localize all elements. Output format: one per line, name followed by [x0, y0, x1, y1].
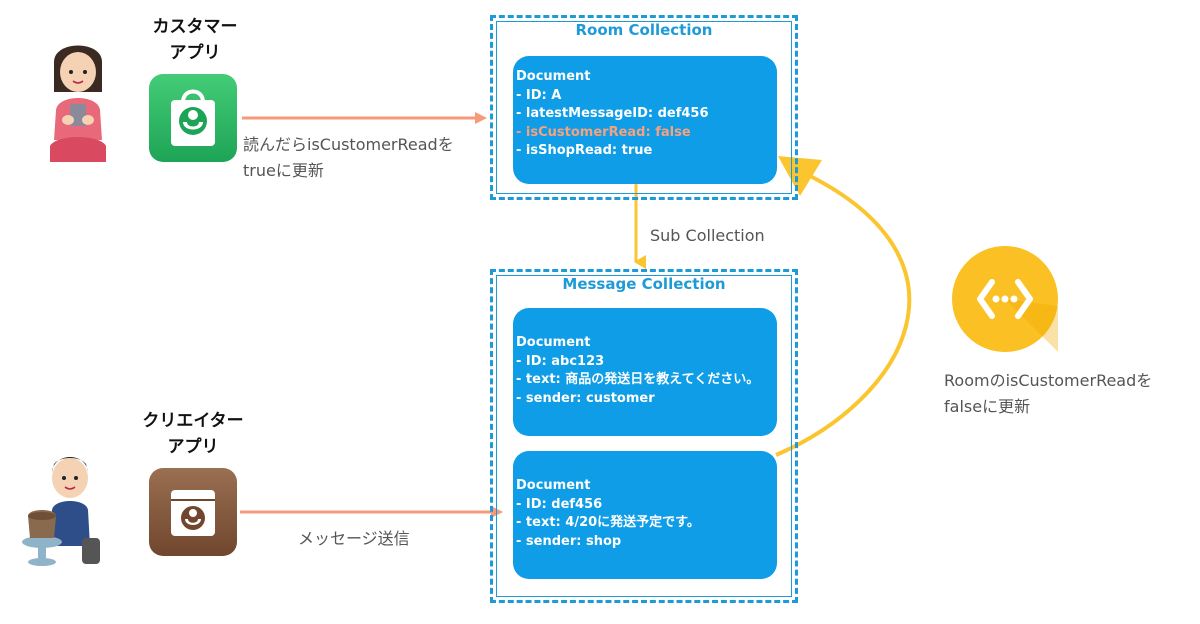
room-field-is-shop-read: - isShopRead: true	[516, 143, 653, 158]
function-update-arrow	[775, 170, 912, 457]
cloud-functions-icon	[952, 246, 1058, 352]
message-collection: Message Collection Document - ID: abc123…	[490, 269, 798, 603]
room-document-header: Document	[516, 69, 591, 84]
function-update-arrowhead	[778, 156, 822, 196]
room-field-id: - ID: A	[516, 87, 562, 103]
customer-app-title-line-1: カスタマー	[152, 17, 238, 37]
room-document: Document - ID: A - latestMessageID: def4…	[513, 56, 777, 184]
function-braces-icon	[977, 279, 1058, 352]
creator-app-title-line-2: アプリ	[167, 437, 219, 457]
message-field-text: - text: 商品の発送日を教えてください。	[516, 372, 760, 387]
creator-app-icon[interactable]	[149, 468, 237, 556]
customer-app-title: カスタマー アプリ	[120, 14, 270, 66]
creator-action-label: メッセージ送信	[298, 529, 410, 548]
customer-app-title-line-2: アプリ	[169, 43, 221, 63]
shopping-bag-icon	[171, 89, 215, 146]
message-document: Document - ID: def456 - text: 4/20に発送予定で…	[513, 451, 777, 579]
function-action-line-1: RoomのisCustomerReadを	[944, 371, 1153, 390]
sub-collection-label: Sub Collection	[650, 226, 765, 245]
room-collection: Room Collection Document - ID: A - lates…	[490, 15, 798, 200]
room-field-is-customer-read: - isCustomerRead: false	[516, 124, 691, 140]
function-action-line-2: falseに更新	[944, 397, 1031, 416]
customer-action-label: 読んだらisCustomerReadを trueに更新	[243, 132, 454, 184]
customer-action-line-1: 読んだらisCustomerReadを	[243, 135, 454, 154]
message-field-id: - ID: def456	[516, 496, 603, 512]
creator-person-illustration	[22, 457, 100, 566]
room-collection-title: Room Collection	[575, 21, 713, 39]
customer-person-illustration	[50, 45, 106, 162]
function-action-label: RoomのisCustomerReadを falseに更新	[944, 368, 1152, 420]
box-icon	[171, 490, 215, 536]
customer-action-line-2: trueに更新	[243, 161, 324, 180]
message-field-sender: - sender: shop	[516, 533, 622, 549]
message-document-header: Document	[516, 335, 591, 350]
room-field-latest-message-id: - latestMessageID: def456	[516, 106, 709, 121]
message-collection-title: Message Collection	[562, 275, 726, 293]
creator-app-title-line-1: クリエイター	[142, 411, 244, 431]
creator-app-title: クリエイター アプリ	[118, 408, 268, 460]
message-field-sender: - sender: customer	[516, 390, 655, 406]
message-field-id: - ID: abc123	[516, 353, 605, 369]
message-document: Document - ID: abc123 - text: 商品の発送日を教えて…	[513, 308, 777, 436]
message-document-header: Document	[516, 478, 591, 493]
customer-app-icon[interactable]	[149, 74, 237, 162]
message-field-text: - text: 4/20に発送予定です。	[516, 515, 700, 530]
